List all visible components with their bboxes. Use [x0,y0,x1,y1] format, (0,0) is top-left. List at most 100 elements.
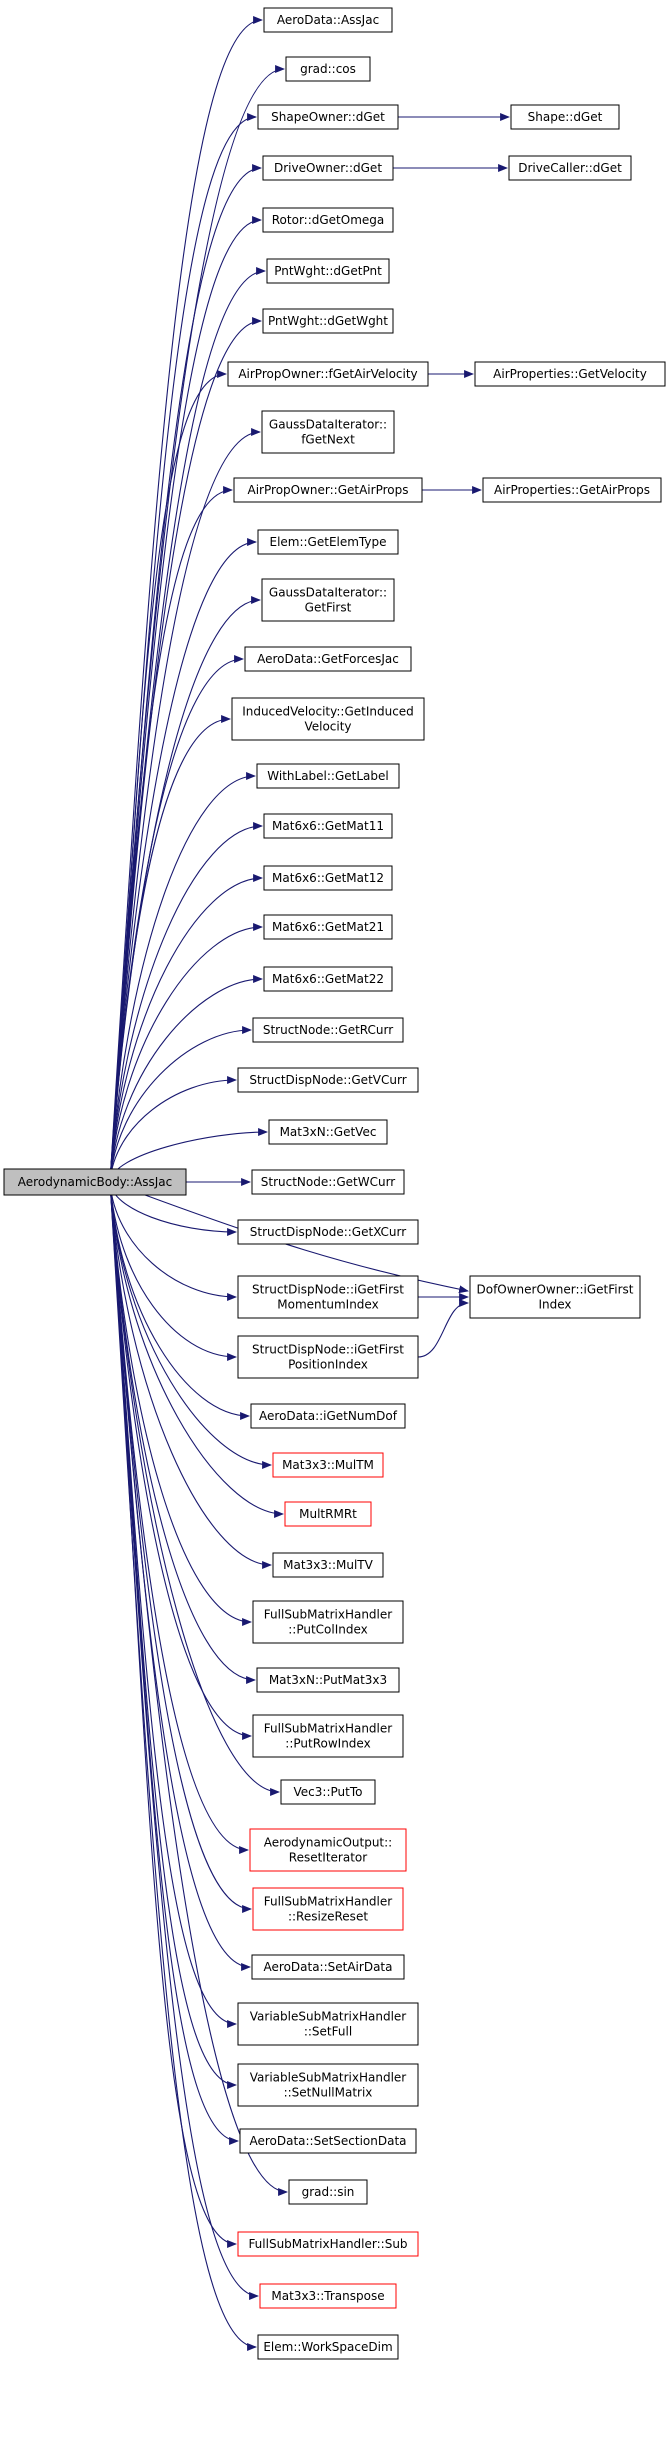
callee-node-n26-label: PositionIndex [288,1358,368,1372]
callee-node-n4[interactable]: DriveOwner::dGet [262,155,394,181]
callee-node-n7[interactable]: PntWght::dGetWght [262,308,394,334]
callee-node-n22-label: Mat3xN::GetVec [280,1125,377,1139]
callee-node-n10[interactable]: AirPropOwner::GetAirProps [233,477,423,503]
callee-node-n32[interactable]: Mat3xN::PutMat3x3 [256,1667,400,1693]
callee-node-n1-box [263,7,393,33]
callee-node-n38-label: ::SetFull [304,2025,352,2039]
secondary-node-s3[interactable]: AirProperties::GetVelocity [474,361,666,387]
edge-root-n33 [109,1181,252,1740]
edge-n26-s5 [417,1299,469,1358]
callee-node-n24[interactable]: StructDispNode::GetXCurr [237,1219,419,1245]
callee-node-n11[interactable]: Elem::GetElemType [257,529,399,555]
callee-node-n8[interactable]: AirPropOwner::fGetAirVelocity [227,361,429,387]
secondary-node-s4[interactable]: AirProperties::GetAirProps [482,477,662,503]
callee-node-n40[interactable]: AeroData::SetSectionData [239,2128,417,2154]
callee-node-n42[interactable]: FullSubMatrixHandler::Sub [237,2231,419,2257]
secondary-node-s1-label: Shape::dGet [528,110,603,124]
callee-node-n9[interactable]: GaussDataIterator::fGetNext [261,410,395,454]
callee-node-n23-box [251,1169,405,1195]
callee-node-n28[interactable]: Mat3x3::MulTM [272,1452,384,1478]
callee-node-n16-label: Mat6x6::GetMat11 [272,819,384,833]
callee-node-n20[interactable]: StructNode::GetRCurr [252,1017,404,1043]
callee-node-n28-label: Mat3x3::MulTM [282,1458,374,1472]
edge-root-n37 [109,1181,251,1971]
callee-node-n20-label: StructNode::GetRCurr [263,1023,393,1037]
callee-node-n10-label: AirPropOwner::GetAirProps [248,483,409,497]
callee-node-n29-label: MultRMRt [299,1507,357,1521]
edge-root-n38 [109,1181,237,2028]
callee-node-n39[interactable]: VariableSubMatrixHandler::SetNullMatrix [237,2063,419,2107]
callee-node-n2[interactable]: grad::cos [285,56,371,82]
callee-node-n42-label: FullSubMatrixHandler::Sub [248,2237,407,2251]
callee-node-n21[interactable]: StructDispNode::GetVCurr [237,1067,419,1093]
callee-node-n1[interactable]: AeroData::AssJac [263,7,393,33]
callee-node-n39-label: VariableSubMatrixHandler [250,2071,407,2085]
callee-node-n6[interactable]: PntWght::dGetPnt [266,258,390,284]
callee-node-n40-box [239,2128,417,2154]
root-node[interactable]: AerodynamicBody::AssJac [3,1168,187,1196]
callee-node-n3[interactable]: ShapeOwner::dGet [257,104,399,130]
edge-root-s5 [109,1181,469,1294]
callee-node-n37-box [251,1954,405,1980]
callee-node-n12[interactable]: GaussDataIterator::GetFirst [261,578,395,622]
callee-node-n36-label: FullSubMatrixHandler [264,1895,392,1909]
callee-node-n23-label: StructNode::GetWCurr [261,1175,396,1189]
callee-node-n19[interactable]: Mat6x6::GetMat22 [263,966,393,992]
callee-node-n8-label: AirPropOwner::fGetAirVelocity [238,367,417,381]
callee-node-n41[interactable]: grad::sin [288,2179,368,2205]
secondary-node-s3-label: AirProperties::GetVelocity [493,367,647,381]
callee-node-n28-box [272,1452,384,1478]
callee-node-n24-box [237,1219,419,1245]
callee-node-n38[interactable]: VariableSubMatrixHandler::SetFull [237,2002,419,2046]
callee-node-n11-label: Elem::GetElemType [269,535,386,549]
callee-node-n30[interactable]: Mat3x3::MulTV [272,1552,384,1578]
edge-root-n14 [109,715,231,1183]
callee-node-n18[interactable]: Mat6x6::GetMat21 [263,914,393,940]
callee-node-n35[interactable]: AerodynamicOutput::ResetIterator [249,1828,407,1872]
secondary-node-s5-box [469,1275,641,1319]
callee-node-n37[interactable]: AeroData::SetAirData [251,1954,405,1980]
edge-root-n15 [109,772,256,1183]
callee-node-n22[interactable]: Mat3xN::GetVec [268,1119,388,1145]
secondary-node-s2[interactable]: DriveCaller::dGet [508,155,632,181]
callee-node-n38-box [237,2002,419,2046]
callee-node-n29[interactable]: MultRMRt [284,1501,372,1527]
callee-node-n27-box [250,1403,406,1429]
callee-node-n44-box [257,2334,399,2360]
callee-node-n15[interactable]: WithLabel::GetLabel [256,763,400,789]
callee-node-n7-label: PntWght::dGetWght [268,314,388,328]
callee-node-n36-box [252,1887,404,1931]
callee-node-n44[interactable]: Elem::WorkSpaceDim [257,2334,399,2360]
callee-node-n17[interactable]: Mat6x6::GetMat12 [263,865,393,891]
callee-node-n21-box [237,1067,419,1093]
callee-node-n38-label: VariableSubMatrixHandler [250,2010,407,2024]
edge-root-n20 [109,1026,252,1183]
callee-node-n12-label: GetFirst [305,601,352,615]
callee-node-n33-box [252,1714,404,1758]
edge-root-n11 [109,538,257,1183]
callee-node-n16[interactable]: Mat6x6::GetMat11 [263,813,393,839]
callee-node-n43[interactable]: Mat3x3::Transpose [259,2283,397,2309]
callee-node-n35-label: AerodynamicOutput:: [264,1836,392,1850]
secondary-node-s1[interactable]: Shape::dGet [510,104,620,130]
callee-node-n5[interactable]: Rotor::dGetOmega [262,207,394,233]
callee-node-n20-box [252,1017,404,1043]
callee-node-n31[interactable]: FullSubMatrixHandler::PutColIndex [252,1600,404,1644]
callee-node-n34[interactable]: Vec3::PutTo [280,1779,376,1805]
callee-node-n14-box [231,697,425,741]
callee-node-n13-label: AeroData::GetForcesJac [257,652,399,666]
edges-layer [109,16,510,2351]
edge-root-n34 [109,1181,280,1796]
edge-root-n2 [109,65,285,1183]
callee-node-n36[interactable]: FullSubMatrixHandler::ResizeReset [252,1887,404,1931]
callee-node-n13[interactable]: AeroData::GetForcesJac [244,646,412,672]
callee-node-n33[interactable]: FullSubMatrixHandler::PutRowIndex [252,1714,404,1758]
callee-node-n2-box [285,56,371,82]
callee-node-n23[interactable]: StructNode::GetWCurr [251,1169,405,1195]
callee-node-n15-label: WithLabel::GetLabel [267,769,388,783]
callee-node-n27[interactable]: AeroData::iGetNumDof [250,1403,406,1429]
